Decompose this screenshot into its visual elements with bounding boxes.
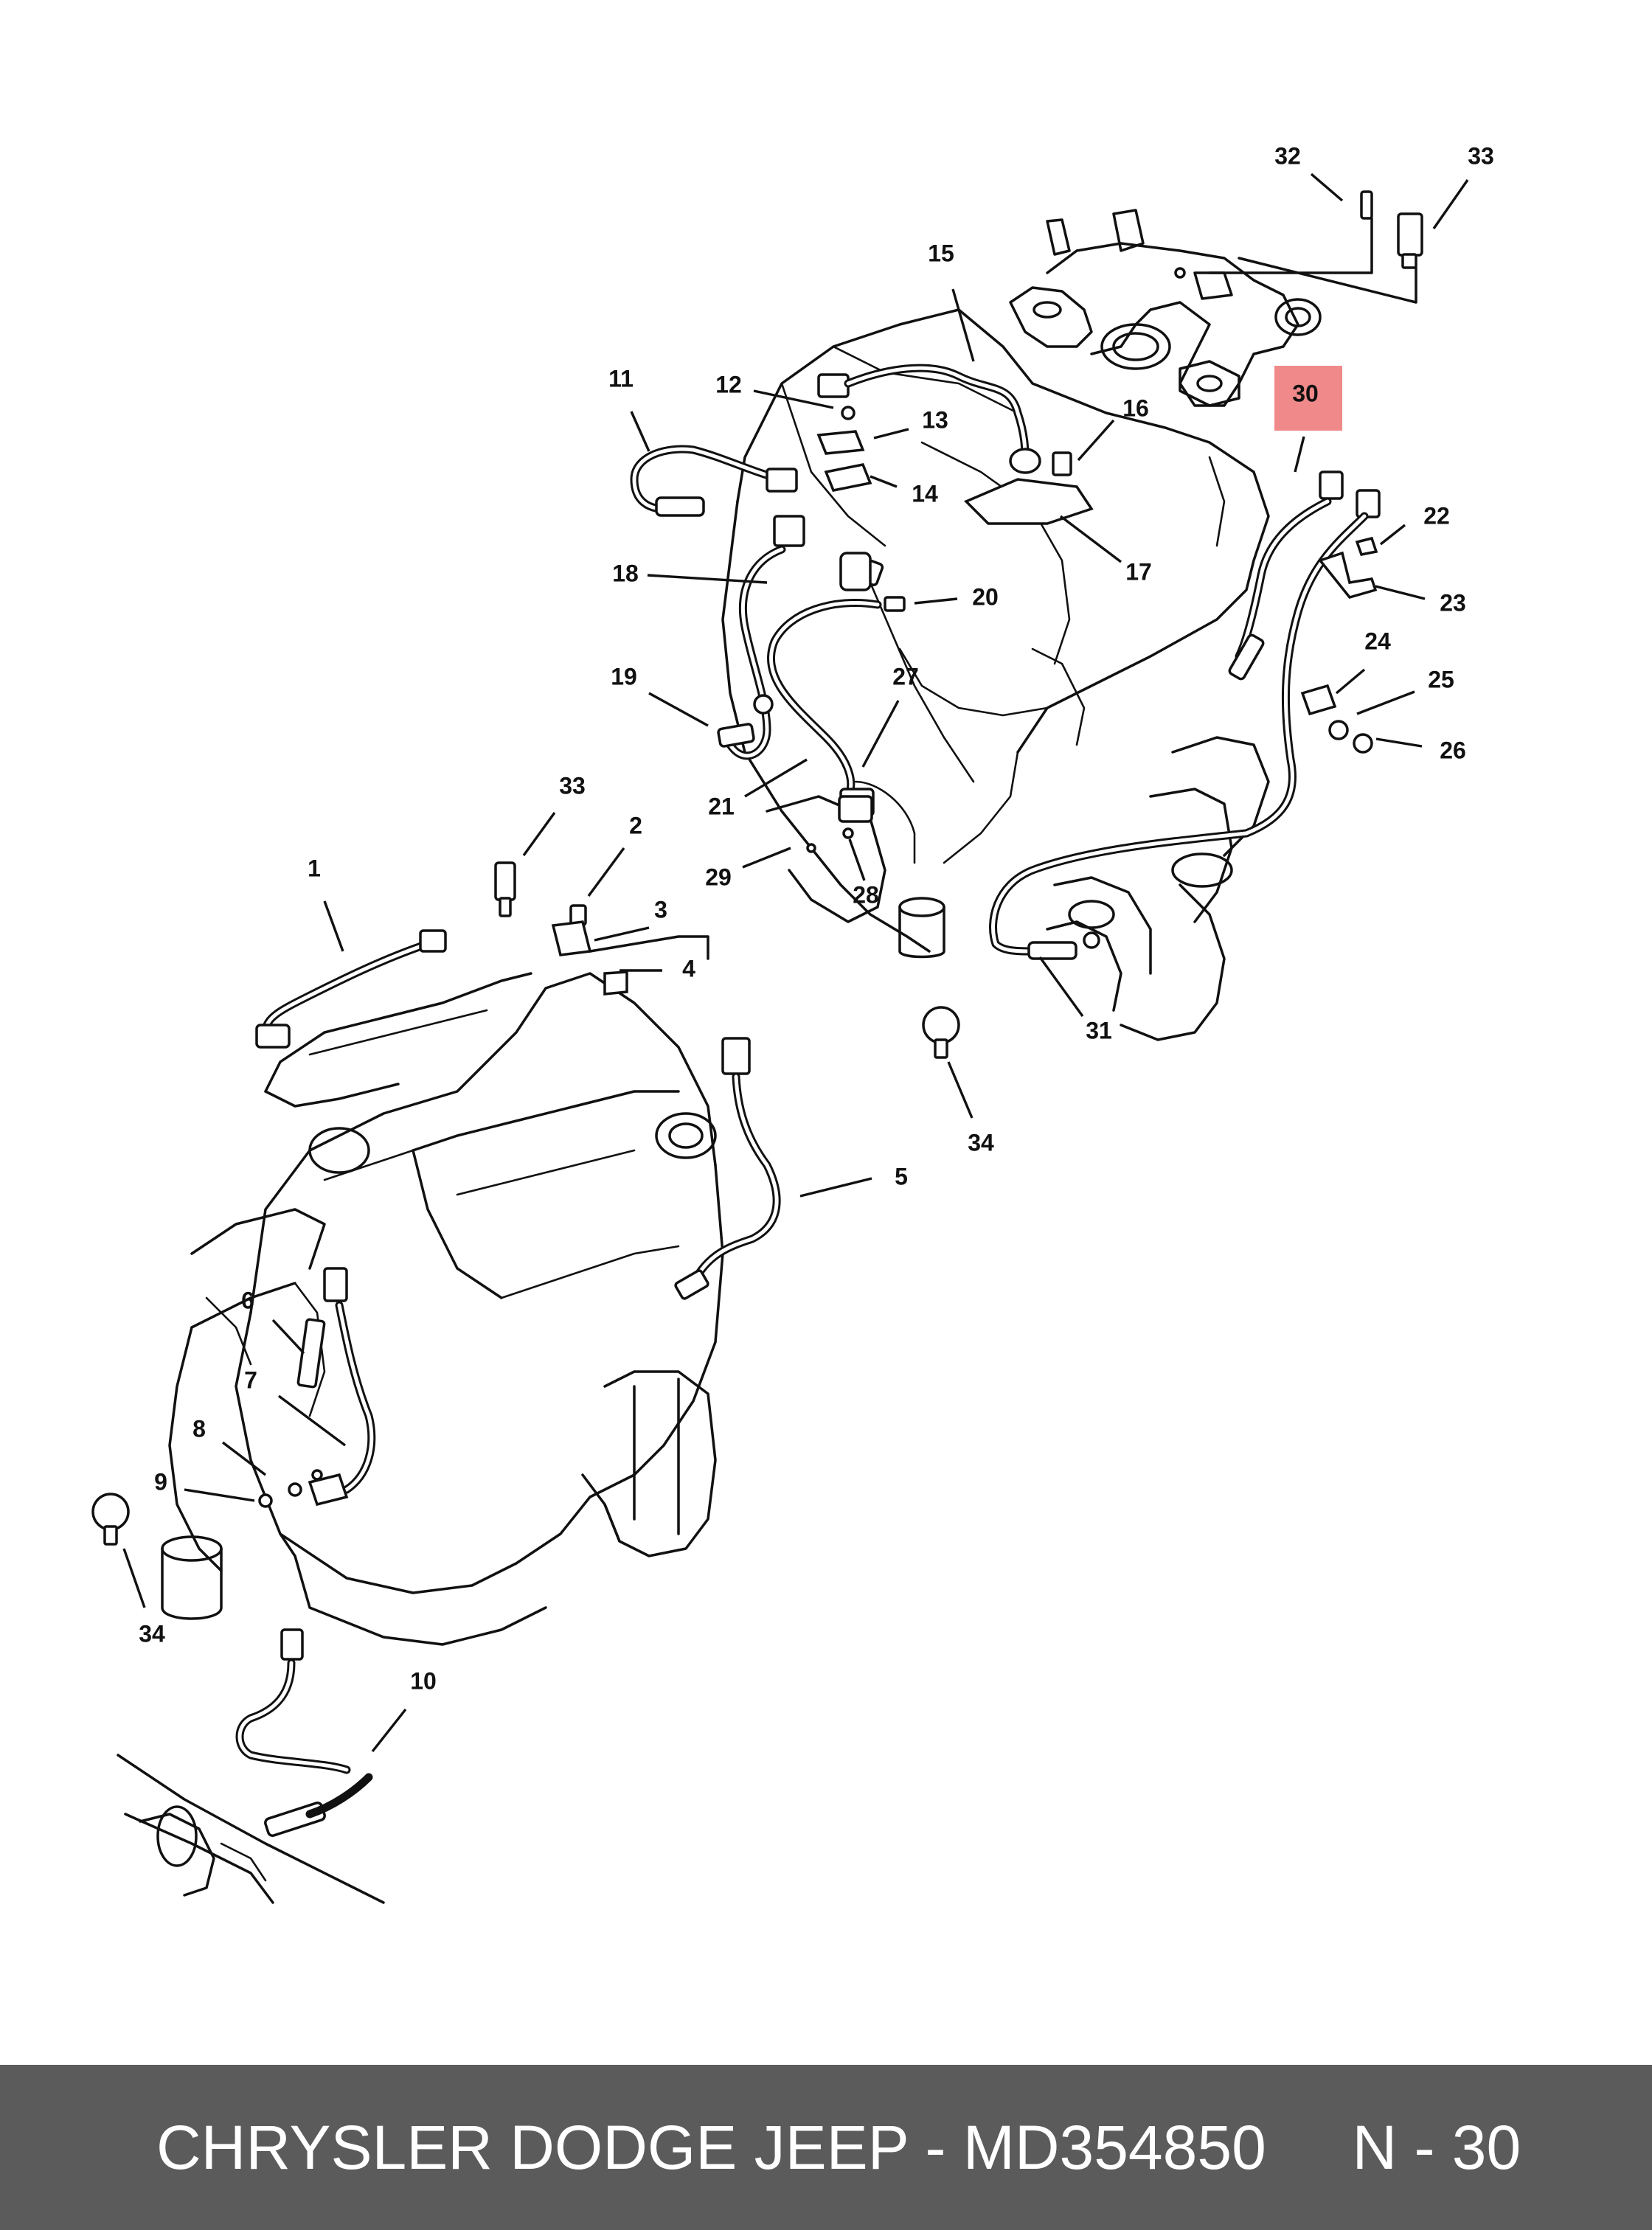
footer-caption: CHRYSLER DODGE JEEP - MD354850 N - 30 — [156, 2111, 1521, 2184]
callout-5: 5 — [895, 1163, 908, 1189]
callout-19: 19 — [611, 663, 637, 690]
callout-18: 18 — [612, 560, 639, 586]
callout-21: 21 — [708, 793, 735, 819]
callout-20: 20 — [972, 583, 999, 610]
highlight-box — [1274, 366, 1342, 431]
callout-2: 2 — [629, 812, 642, 838]
footer-brand: CHRYSLER DODGE JEEP — [156, 2113, 909, 2182]
callout-14: 14 — [912, 480, 938, 507]
footer-gap — [1266, 2113, 1353, 2182]
callout-12: 12 — [715, 371, 742, 397]
callout-8: 8 — [192, 1415, 206, 1442]
harness-30 — [989, 470, 1381, 960]
footer-bar: CHRYSLER DODGE JEEP - MD354850 N - 30 — [0, 2065, 1652, 2230]
callout-27: 27 — [892, 663, 919, 690]
callout-30: 30 — [1292, 380, 1319, 406]
misc-parts — [91, 190, 1423, 1546]
front-engine-outline — [161, 972, 724, 1646]
callout-34-rear: 34 — [968, 1129, 994, 1156]
callout-11: 11 — [608, 365, 634, 392]
callout-31: 31 — [1086, 1017, 1112, 1043]
harness-1 — [255, 929, 447, 1049]
callout-29: 29 — [705, 864, 732, 890]
leader-lines — [122, 173, 1469, 1753]
callout-15: 15 — [928, 240, 954, 266]
callout-3: 3 — [654, 896, 667, 923]
parts-diagram: 1 2 3 4 5 6 7 8 9 10 11 12 13 14 15 16 1… — [91, 142, 1494, 1904]
callout-26: 26 — [1440, 737, 1466, 763]
callout-17: 17 — [1125, 558, 1152, 585]
harness-15 — [817, 364, 1041, 474]
footer-ref: N - 30 — [1352, 2113, 1521, 2182]
callout-10: 10 — [410, 1667, 437, 1694]
callout-24: 24 — [1364, 628, 1391, 654]
harness-5 — [674, 1037, 781, 1300]
callout-34-front: 34 — [139, 1620, 165, 1647]
callout-16: 16 — [1122, 395, 1149, 421]
harness-6-7 — [296, 1267, 376, 1507]
footer-separator: - — [908, 2113, 963, 2182]
callout-25: 25 — [1428, 666, 1454, 692]
callout-13: 13 — [922, 406, 948, 433]
callout-4: 4 — [682, 955, 695, 982]
exhaust-manifold — [1009, 209, 1322, 407]
rear-engine-outline — [721, 308, 1270, 1041]
callout-28: 28 — [853, 881, 879, 908]
callout-33-rear: 33 — [1468, 142, 1494, 169]
driveshaft — [117, 1754, 385, 1904]
callout-1: 1 — [308, 855, 321, 881]
callout-labels: 1 2 3 4 5 6 7 8 9 10 11 12 13 14 15 16 1… — [139, 142, 1494, 1694]
callout-9: 9 — [154, 1468, 167, 1495]
callout-23: 23 — [1440, 589, 1466, 616]
harness-10 — [235, 1628, 373, 1837]
harness-11 — [630, 445, 798, 517]
callout-6: 6 — [241, 1287, 254, 1313]
callout-22: 22 — [1423, 502, 1450, 529]
callout-7: 7 — [244, 1366, 257, 1393]
callout-32: 32 — [1274, 142, 1301, 169]
footer-part-number: MD354850 — [962, 2113, 1266, 2182]
callout-33-front: 33 — [559, 772, 586, 799]
